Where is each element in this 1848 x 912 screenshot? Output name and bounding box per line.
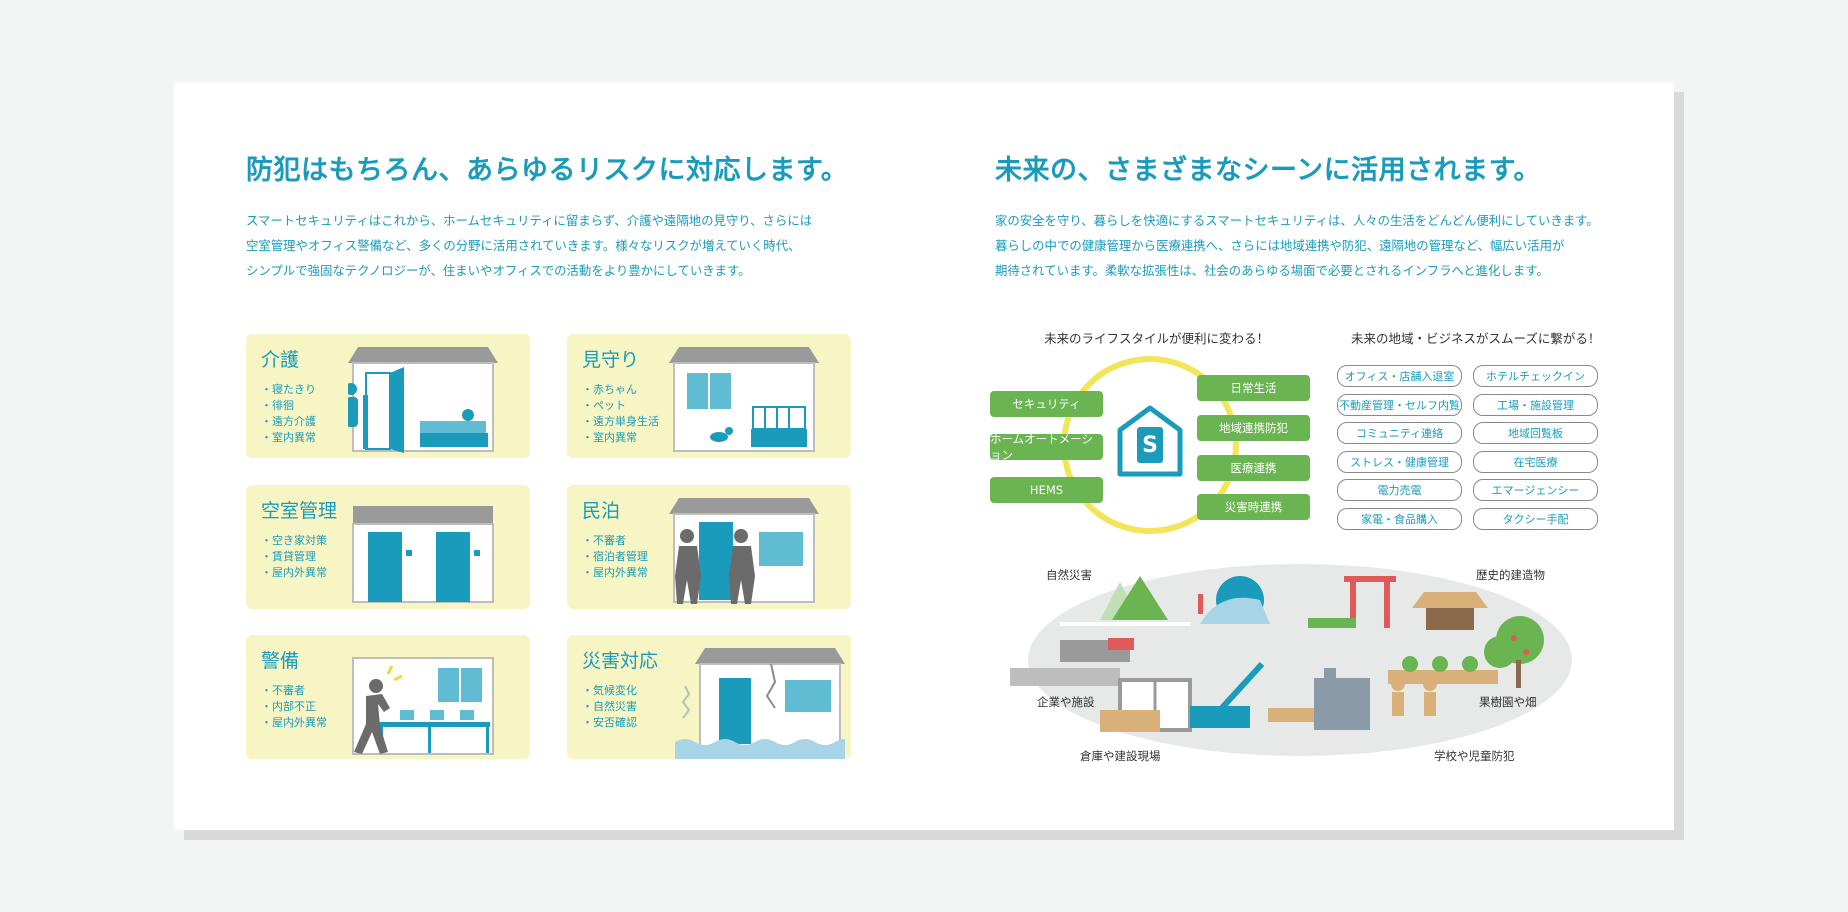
business-tag: 家電・食品購入 xyxy=(1337,508,1462,530)
scene-label: 企業や施設 xyxy=(1037,695,1095,709)
card-title: 警備 xyxy=(261,650,300,672)
card-item: 室内異常 xyxy=(261,430,316,446)
minpaku-house-illustration xyxy=(669,498,819,604)
card-items: 赤ちゃん ペット 遠方単身生活 室内異常 xyxy=(582,382,659,446)
card-title: 災害対応 xyxy=(582,650,659,672)
card-item: 徘徊 xyxy=(261,398,316,414)
scene-label: 学校や児童防犯 xyxy=(1434,749,1515,763)
business-tag: エマージェンシー xyxy=(1473,479,1598,501)
card-disaster: 災害対応 気候変化 自然災害 安否確認 xyxy=(567,635,851,759)
card-item: 内部不正 xyxy=(261,699,327,715)
city-scene-illustration xyxy=(1010,564,1572,756)
scene-label: 自然災害 xyxy=(1046,568,1092,582)
card-minpaku: 民泊 不審者 宿泊者管理 屋内外異常 xyxy=(567,485,851,609)
card-item: 不審者 xyxy=(261,683,327,699)
lifestyle-left-item: ホームオートメーション xyxy=(990,432,1103,462)
card-item: 安否確認 xyxy=(582,715,637,731)
left-intro: スマートセキュリティはこれから、ホームセキュリティに留まらず、介護や遠隔地の見守… xyxy=(246,208,812,283)
watch-house-illustration xyxy=(669,347,819,452)
business-tag: 地域回覧板 xyxy=(1473,422,1598,444)
card-item: 気候変化 xyxy=(582,683,637,699)
right-intro-line: 家の安全を守り、暮らしを快適にするスマートセキュリティは、人々の生活をどんどん便… xyxy=(995,213,1599,228)
lifestyle-left-item: HEMS xyxy=(990,477,1103,503)
card-title: 介護 xyxy=(261,349,300,371)
business-tag: コミュニティ連絡 xyxy=(1337,422,1462,444)
card-watch: 見守り 赤ちゃん ペット 遠方単身生活 室内異常 xyxy=(567,334,851,458)
disaster-house-illustration xyxy=(675,648,845,759)
card-item: ペット xyxy=(582,398,659,414)
business-tag: ストレス・健康管理 xyxy=(1337,451,1462,473)
card-items: 不審者 宿泊者管理 屋内外異常 xyxy=(582,533,648,581)
card-items: 気候変化 自然災害 安否確認 xyxy=(582,683,637,731)
card-title: 空室管理 xyxy=(261,500,338,522)
card-item: 屋内外異常 xyxy=(261,565,327,581)
left-intro-line: 空室管理やオフィス警備など、多くの分野に活用されていきます。様々なリスクが増えて… xyxy=(246,238,801,253)
s-logo-icon: S xyxy=(1137,427,1163,463)
business-tag: 不動産管理・セルフ内覧 xyxy=(1337,394,1462,416)
left-intro-line: スマートセキュリティはこれから、ホームセキュリティに留まらず、介護や遠隔地の見守… xyxy=(246,213,813,228)
card-item: 不審者 xyxy=(582,533,648,549)
business-tag: ホテルチェックイン xyxy=(1473,365,1598,387)
business-tag: 工場・施設管理 xyxy=(1473,394,1598,416)
card-item: 宿泊者管理 xyxy=(582,549,648,565)
lifestyle-right-item: 日常生活 xyxy=(1197,375,1310,401)
card-title: 見守り xyxy=(582,349,640,371)
left-intro-line: シンプルで強固なテクノロジーが、住まいやオフィスでの活動をより豊かにしていきます… xyxy=(246,263,751,278)
left-heading: 防犯はもちろん、あらゆるリスクに対応します。 xyxy=(246,155,849,186)
card-item: 自然災害 xyxy=(582,699,637,715)
card-item: 遠方介護 xyxy=(261,414,316,430)
lifestyle-left-item: セキュリティ xyxy=(990,391,1103,417)
card-item: 賃貸管理 xyxy=(261,549,327,565)
scene-label: 歴史的建造物 xyxy=(1476,568,1545,582)
right-intro-line: 期待されています。柔軟な拡張性は、社会のあらゆる場面で必要とされるインフラへと進… xyxy=(995,263,1549,278)
business-tag: オフィス・店舗入退室 xyxy=(1337,365,1462,387)
business-tag: 電力売電 xyxy=(1337,479,1462,501)
card-item: 空き家対策 xyxy=(261,533,327,549)
lifestyle-title: 未来のライフスタイルが便利に変わる！ xyxy=(1044,331,1270,346)
scene-label: 倉庫や建設現場 xyxy=(1080,749,1161,763)
card-guard: 警備 不審者 内部不正 屋内外異常 xyxy=(246,635,530,759)
lifestyle-right-item: 医療連携 xyxy=(1197,455,1310,481)
business-tag: タクシー手配 xyxy=(1473,508,1598,530)
lifestyle-right-item: 災害時連携 xyxy=(1197,494,1310,520)
card-item: 屋内外異常 xyxy=(261,715,327,731)
card-items: 空き家対策 賃貸管理 屋内外異常 xyxy=(261,533,327,581)
card-item: 屋内外異常 xyxy=(582,565,648,581)
card-item: 寝たきり xyxy=(261,382,316,398)
card-item: 赤ちゃん xyxy=(582,382,659,398)
card-vacancy: 空室管理 空き家対策 賃貸管理 屋内外異常 xyxy=(246,485,530,609)
card-item: 遠方単身生活 xyxy=(582,414,659,430)
card-title: 民泊 xyxy=(582,500,621,522)
card-items: 不審者 内部不正 屋内外異常 xyxy=(261,683,327,731)
right-intro: 家の安全を守り、暮らしを快適にするスマートセキュリティは、人々の生活をどんどん便… xyxy=(995,208,1599,283)
vacancy-building-illustration xyxy=(352,506,494,603)
card-care: 介護 寝たきり 徘徊 遠方介護 室内異常 xyxy=(246,334,530,458)
right-intro-line: 暮らしの中での健康管理から医療連携へ、さらには地域連携や防犯、遠隔地の管理など、… xyxy=(995,238,1565,253)
card-items: 寝たきり 徘徊 遠方介護 室内異常 xyxy=(261,382,316,446)
card-item: 室内異常 xyxy=(582,430,659,446)
care-house-illustration xyxy=(348,347,498,453)
lifestyle-right-item: 地域連携防犯 xyxy=(1197,415,1310,441)
office-guard-illustration xyxy=(352,657,494,755)
business-tag: 在宅医療 xyxy=(1473,451,1598,473)
scene-label: 果樹園や畑 xyxy=(1479,695,1537,709)
right-heading: 未来の、さまざまなシーンに活用されます。 xyxy=(995,155,1541,186)
business-title: 未来の地域・ビジネスがスムーズに繋がる！ xyxy=(1351,331,1601,346)
